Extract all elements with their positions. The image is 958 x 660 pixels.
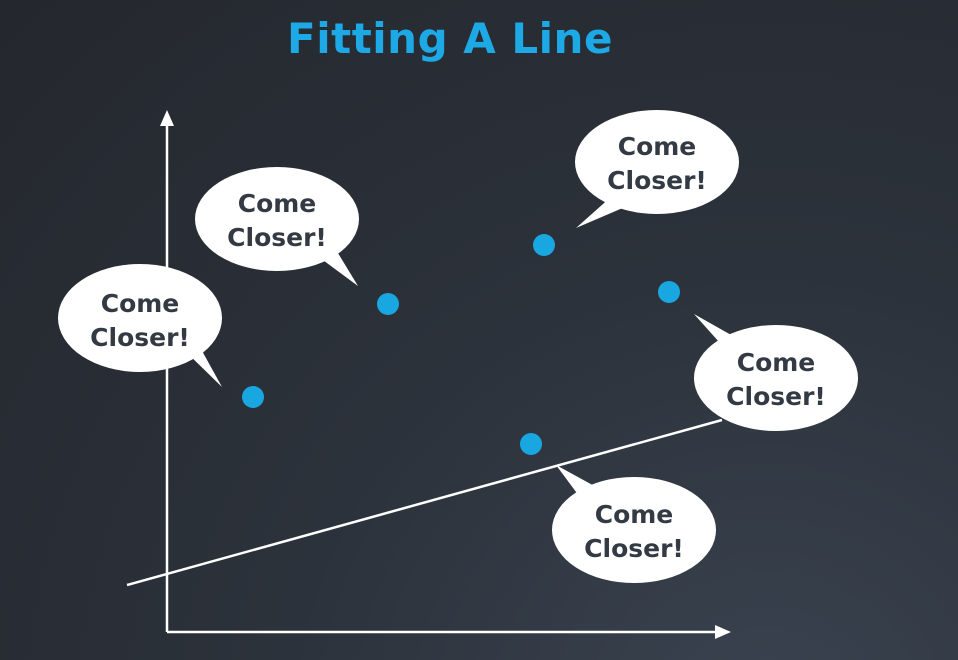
speech-bubble: Come Closer!	[694, 314, 858, 431]
speech-bubble: Come Closer!	[195, 167, 359, 286]
fit-line	[126, 418, 723, 587]
speech-bubble-body	[58, 264, 222, 372]
speech-bubble-body	[552, 477, 716, 583]
data-point	[520, 433, 542, 455]
speech-bubble-body	[694, 325, 858, 431]
speech-bubble-line1: Come	[595, 500, 674, 529]
data-point	[242, 386, 264, 408]
data-point	[658, 281, 680, 303]
speech-bubble-line2: Closer!	[584, 534, 684, 563]
axes	[160, 110, 731, 639]
speech-bubble: Come Closer!	[58, 264, 222, 387]
speech-bubble-body	[195, 167, 359, 271]
speech-bubble-line2: Closer!	[227, 223, 327, 252]
speech-bubble-line1: Come	[238, 189, 317, 218]
slide-title: Fitting A Line	[287, 14, 613, 63]
speech-bubble-line1: Come	[618, 132, 697, 161]
speech-bubble: Come Closer!	[575, 110, 739, 228]
speech-bubble-line1: Come	[737, 348, 816, 377]
speech-bubble-line1: Come	[101, 289, 180, 318]
x-axis-arrowhead	[715, 625, 731, 639]
speech-bubble: Come Closer!	[552, 465, 716, 583]
speech-bubble-body	[575, 110, 739, 214]
speech-bubble-line2: Closer!	[90, 323, 190, 352]
speech-bubble-line2: Closer!	[607, 166, 707, 195]
data-point	[533, 234, 555, 256]
speech-bubble-line2: Closer!	[726, 382, 826, 411]
data-point	[377, 293, 399, 315]
y-axis-arrowhead	[160, 110, 174, 126]
data-points	[242, 234, 680, 455]
